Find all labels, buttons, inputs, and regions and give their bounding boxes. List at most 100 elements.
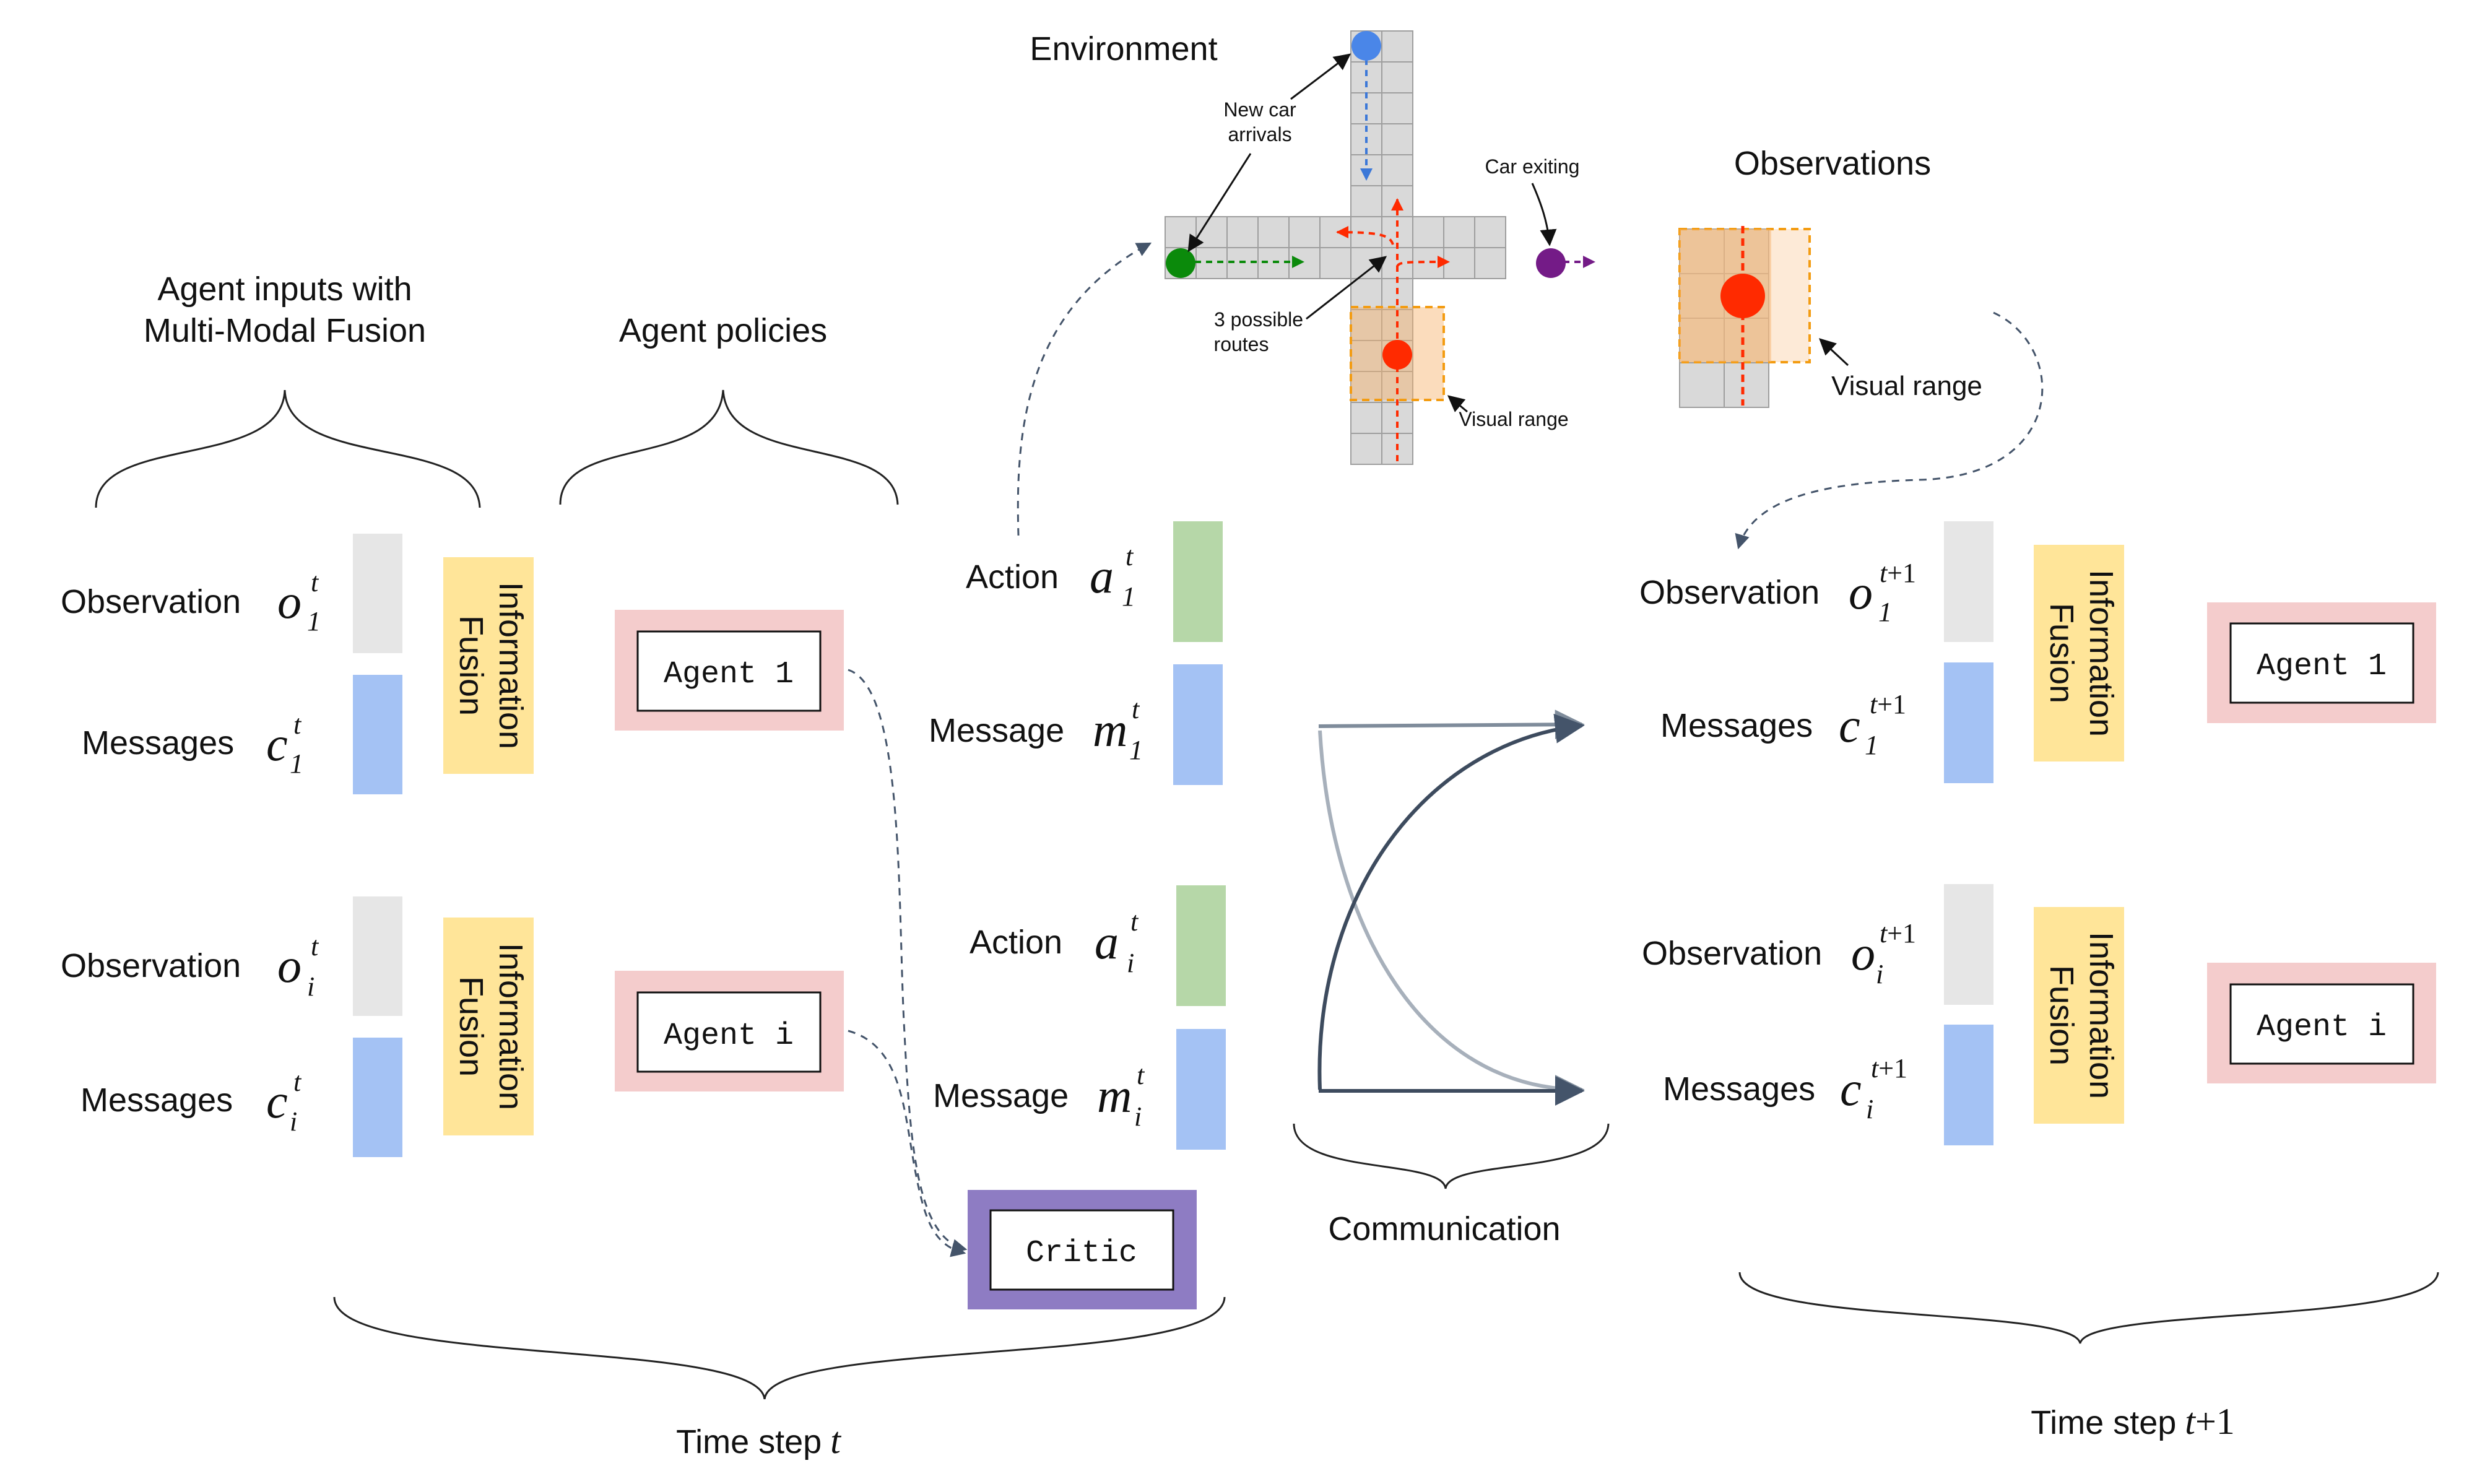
observation-i-next-block bbox=[1944, 884, 1993, 1005]
c1n-math: c bbox=[1839, 698, 1860, 752]
oi-sub: i bbox=[307, 971, 315, 1002]
grid-cell bbox=[1443, 247, 1475, 279]
new-car-label-line1: New car bbox=[1223, 98, 1296, 121]
grid-cell bbox=[1474, 216, 1506, 248]
comm-arrow-mi-to-c1 bbox=[1317, 713, 1585, 1090]
agent-1-label: Agent 1 bbox=[664, 657, 794, 692]
grid-cell bbox=[1381, 371, 1413, 403]
agent-1-next-box bbox=[2229, 622, 2414, 704]
routes-label-line1: 3 possible bbox=[1214, 308, 1303, 331]
c1-math: c bbox=[266, 717, 288, 771]
a1-sub: 1 bbox=[1122, 581, 1135, 612]
c1-sub: 1 bbox=[290, 749, 303, 779]
route-red-right bbox=[1396, 256, 1450, 269]
arrow-action-to-env bbox=[1017, 242, 1152, 536]
brace-agent-inputs bbox=[95, 389, 481, 508]
c1-sup: t bbox=[293, 709, 302, 740]
observation-1-next-block bbox=[1944, 521, 1993, 642]
fusion-i-next-text: Information Fusion bbox=[2043, 932, 2120, 1099]
observation-i-next-label: Observation bbox=[1642, 935, 1822, 972]
mi-sub: i bbox=[1134, 1101, 1142, 1132]
grid-cell bbox=[1350, 402, 1382, 434]
obs-car-red bbox=[1720, 274, 1765, 318]
header-environment: Environment bbox=[1030, 30, 1217, 67]
fusion-i-next-block bbox=[2034, 907, 2124, 1124]
svg-text:Fusion: Fusion bbox=[2043, 965, 2080, 1065]
o1n-sup: t+1 bbox=[1880, 558, 1916, 588]
brace-time-step-t1 bbox=[1738, 1272, 2439, 1344]
car-exiting-label: Car exiting bbox=[1485, 155, 1580, 178]
message-i-label: Message bbox=[933, 1077, 1069, 1114]
ci-sup: t bbox=[293, 1067, 302, 1097]
agent-i-label: Agent i bbox=[664, 1018, 794, 1054]
mi-math: m bbox=[1097, 1069, 1132, 1122]
oin-sub: i bbox=[1876, 959, 1883, 989]
fusion-i-text: Information Fusion bbox=[453, 943, 529, 1110]
header-agent-policies: Agent policies bbox=[619, 312, 827, 349]
critic-box bbox=[989, 1209, 1174, 1291]
action-i-label: Action bbox=[970, 924, 1062, 961]
fusion-1-next-block bbox=[2034, 545, 2124, 762]
environment-grid bbox=[1165, 30, 1506, 465]
messages-1-next-block bbox=[1944, 662, 1993, 783]
fusion-1-text: Information Fusion bbox=[453, 582, 529, 749]
grid-cell bbox=[1257, 216, 1290, 248]
mi-sup: t bbox=[1137, 1060, 1145, 1090]
svg-text:Information: Information bbox=[2083, 932, 2120, 1099]
arrow-agenti-to-critic bbox=[848, 1030, 966, 1257]
new-car-label-line2: arrivals bbox=[1228, 123, 1291, 145]
arrow-new-car-to-green bbox=[1187, 153, 1252, 253]
brace-communication bbox=[1293, 1123, 1610, 1189]
ai-math: a bbox=[1095, 915, 1119, 969]
grid-cell bbox=[1381, 402, 1413, 434]
car-green bbox=[1166, 248, 1195, 278]
svg-text:Fusion: Fusion bbox=[453, 976, 490, 1077]
cin-sub: i bbox=[1866, 1094, 1873, 1124]
agent-i-next-box bbox=[2229, 983, 2414, 1065]
car-blue bbox=[1351, 31, 1381, 61]
obs-grid-cell bbox=[1724, 228, 1769, 274]
a1-math: a bbox=[1090, 549, 1114, 603]
route-red-left bbox=[1336, 226, 1394, 245]
grid-cell bbox=[1381, 154, 1413, 186]
a1-sup: t bbox=[1126, 541, 1134, 571]
grid-cell bbox=[1319, 216, 1351, 248]
brace-agent-policies bbox=[559, 389, 899, 505]
arrow-car-exiting bbox=[1531, 183, 1557, 246]
o1n-math: o bbox=[1849, 565, 1873, 619]
message-1-label: Message bbox=[929, 712, 1064, 749]
observation-1-label: Observation bbox=[61, 583, 241, 620]
messages-i-next-label: Messages bbox=[1663, 1070, 1815, 1108]
messages-i-next-block bbox=[1944, 1025, 1993, 1145]
o1n-sub: 1 bbox=[1878, 597, 1892, 627]
obs-visual-range-label: Visual range bbox=[1831, 371, 1982, 401]
ai-sub: i bbox=[1127, 948, 1134, 978]
comm-arrow-m1-to-c1 bbox=[1318, 709, 1585, 740]
grid-cell bbox=[1350, 61, 1382, 93]
messages-1-next-label: Messages bbox=[1660, 707, 1813, 744]
obs-grid-cell bbox=[1724, 362, 1769, 408]
obs-grid-cell bbox=[1679, 318, 1725, 363]
header-agent-inputs-line1: Agent inputs with bbox=[157, 271, 412, 308]
agent-i-box bbox=[636, 991, 822, 1073]
o1-math: o bbox=[277, 575, 301, 628]
cin-math: c bbox=[1840, 1062, 1862, 1116]
o1-sup: t bbox=[311, 567, 319, 597]
env-visual-range-label: Visual range bbox=[1459, 408, 1568, 430]
message-1-block bbox=[1173, 664, 1223, 785]
grid-cell bbox=[1350, 278, 1382, 310]
grid-cell bbox=[1474, 247, 1506, 279]
communication-label: Communication bbox=[1328, 1210, 1560, 1248]
comm-arrow-m1-to-ci bbox=[1318, 730, 1585, 1104]
grid-cell bbox=[1350, 185, 1382, 217]
brace-time-step-t bbox=[333, 1296, 1226, 1400]
grid-cell bbox=[1350, 216, 1382, 248]
observation-i-block bbox=[353, 896, 402, 1016]
oi-sup: t bbox=[311, 931, 319, 961]
obs-grid-cell bbox=[1724, 318, 1769, 363]
agent-1-next-label: Agent 1 bbox=[2257, 649, 2387, 684]
ai-sup: t bbox=[1130, 906, 1139, 937]
arrow-obs-visual-range bbox=[1819, 338, 1849, 367]
grid-cell bbox=[1443, 216, 1475, 248]
grid-cell bbox=[1381, 61, 1413, 93]
